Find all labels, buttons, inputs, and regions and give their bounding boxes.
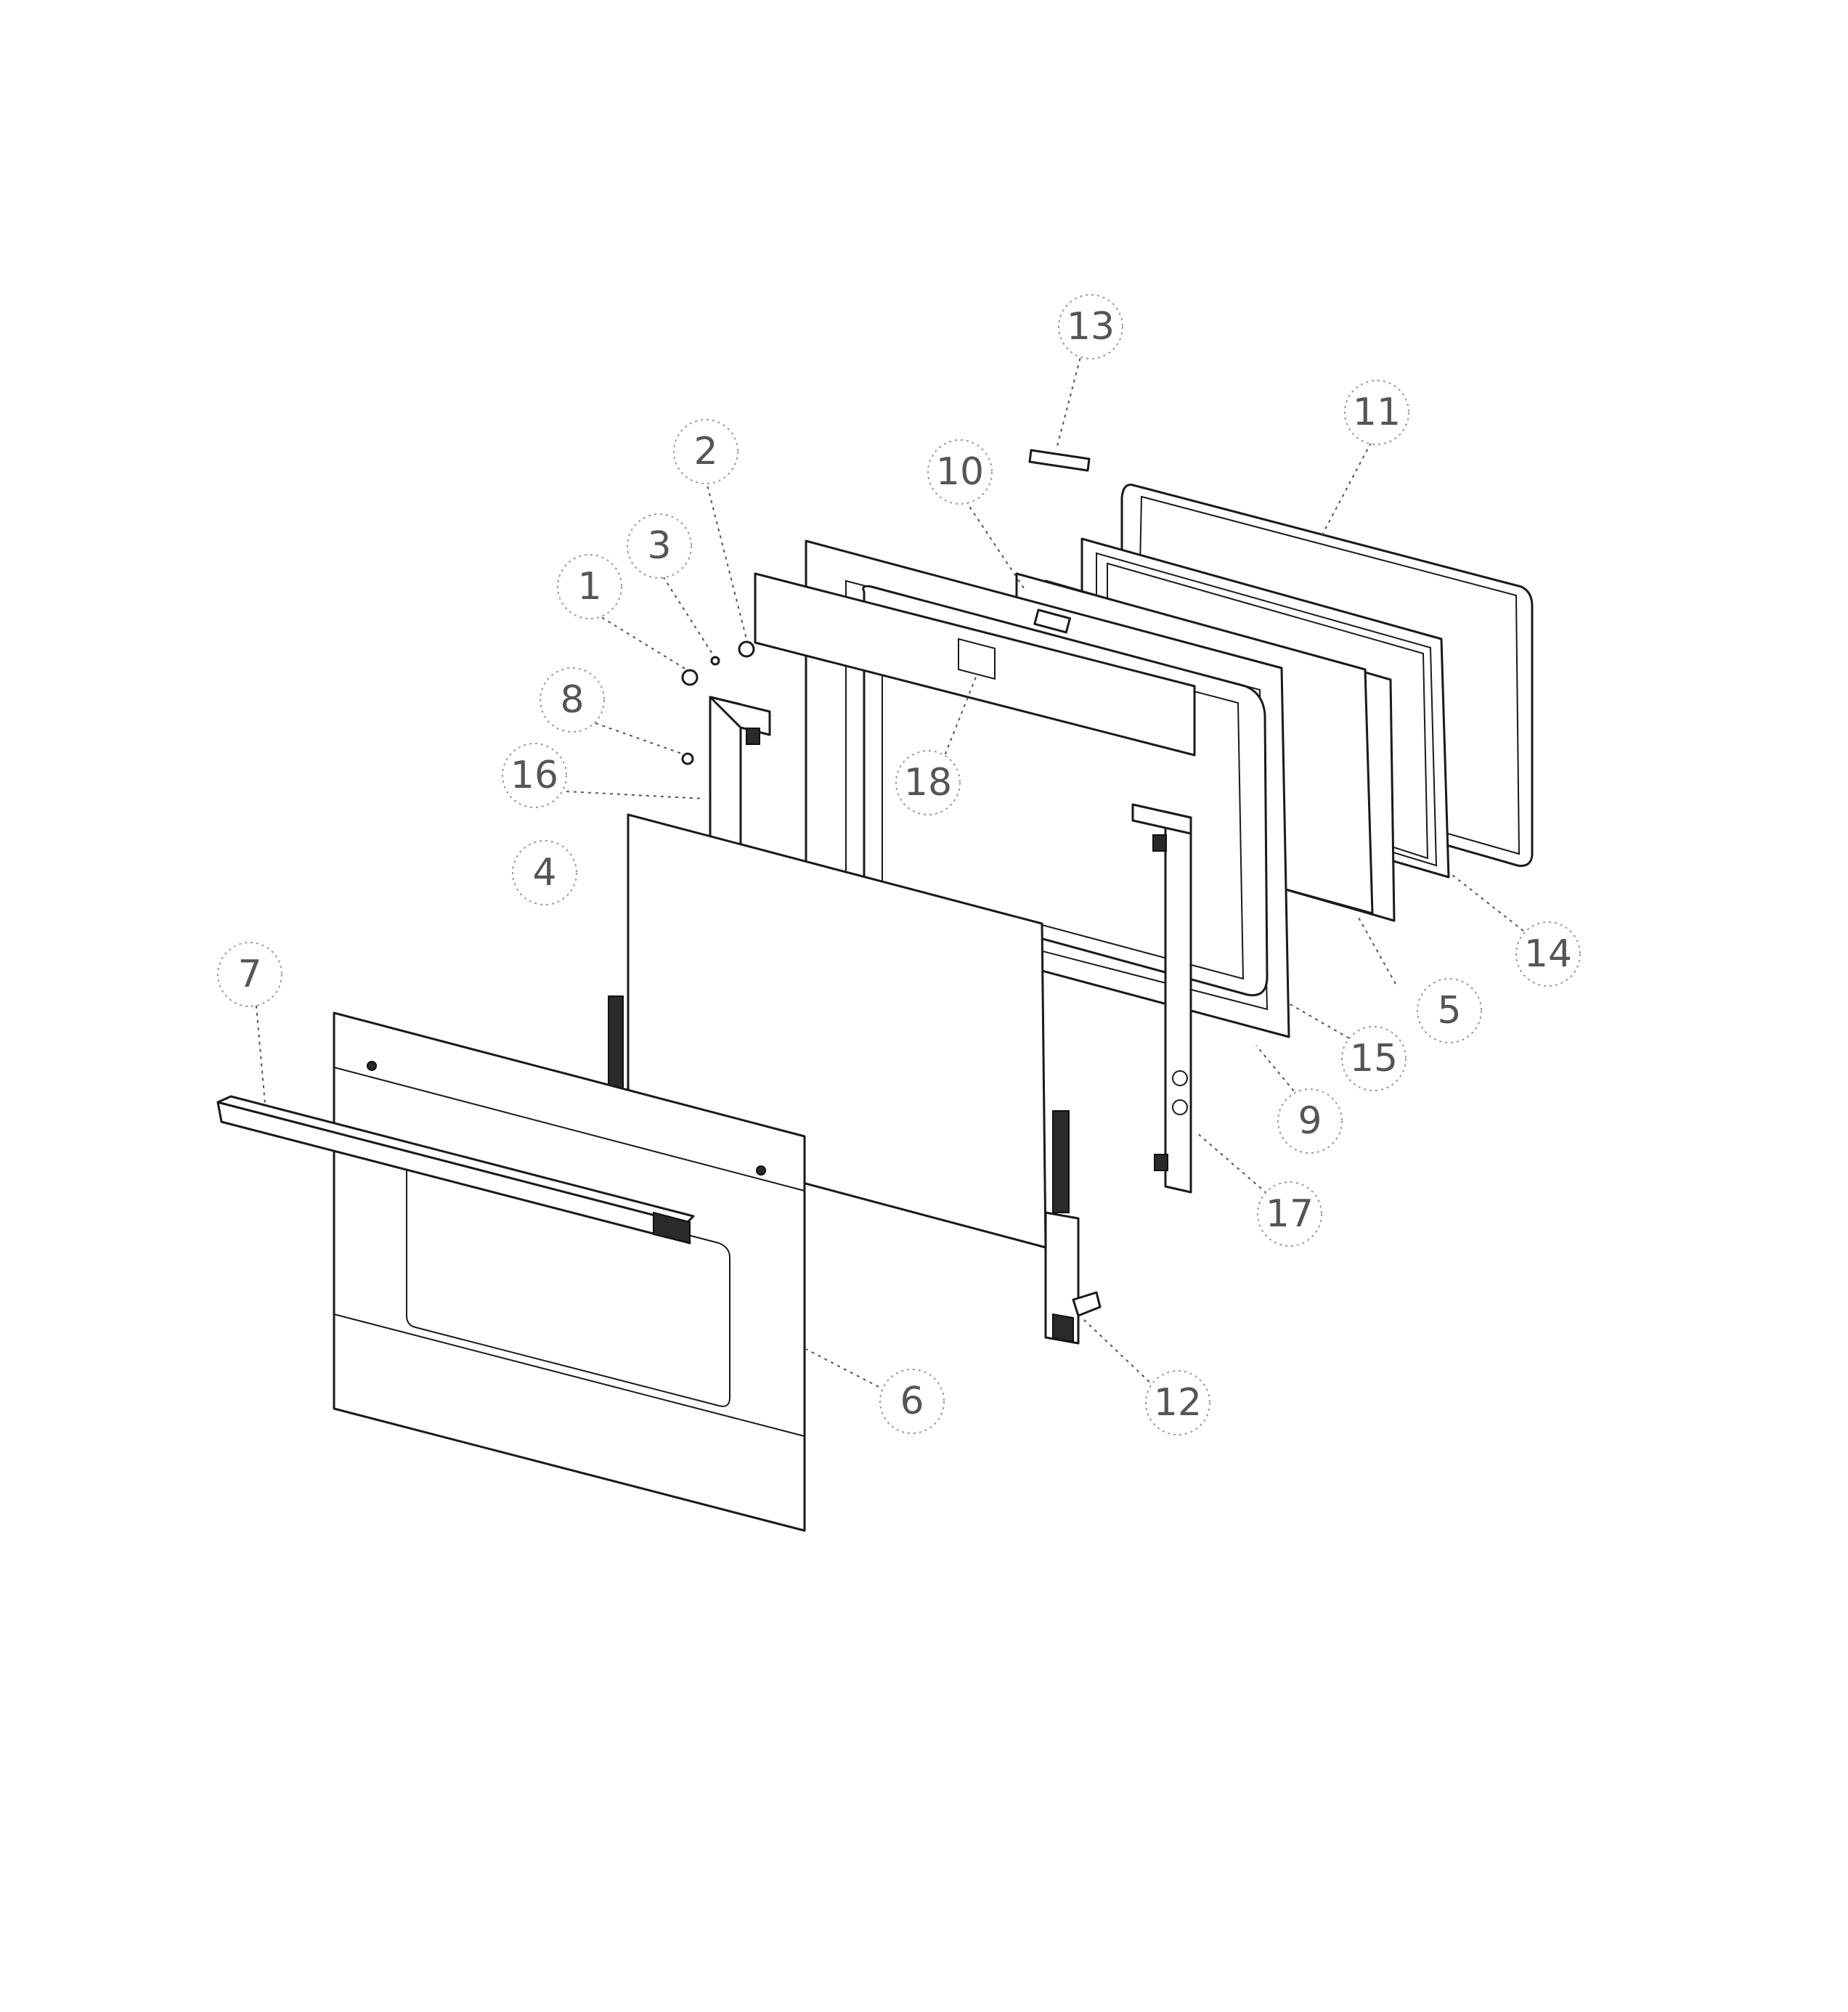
part-outer-door-panel <box>333 1011 806 1532</box>
callout-10: 10 <box>927 439 993 505</box>
callout-8: 8 <box>540 667 605 733</box>
callout-11: 11 <box>1344 380 1409 445</box>
callout-12: 12 <box>1145 1370 1210 1435</box>
part-hinge-arm <box>1044 1211 1102 1345</box>
leader-lines <box>255 351 1524 1388</box>
callout-7: 7 <box>217 942 282 1007</box>
callout-label: 12 <box>1154 1381 1202 1425</box>
callout-label: 8 <box>560 678 584 722</box>
callout-4: 4 <box>512 840 577 905</box>
callout-9: 9 <box>1277 1088 1343 1154</box>
part-left-hinge-bracket <box>709 696 771 855</box>
callout-3: 3 <box>627 513 692 579</box>
callout-15: 15 <box>1341 1026 1407 1091</box>
part-fasteners <box>681 640 755 765</box>
callout-label: 7 <box>237 953 261 996</box>
part-handle <box>216 1095 695 1245</box>
callout-label: 2 <box>693 430 717 473</box>
callout-label: 18 <box>904 761 952 805</box>
callout-label: 9 <box>1298 1099 1322 1143</box>
callout-label: 11 <box>1353 391 1401 434</box>
part-vent-clip <box>1028 449 1091 472</box>
callout-label: 3 <box>647 524 671 568</box>
callout-label: 4 <box>532 851 556 895</box>
callout-label: 17 <box>1266 1192 1314 1236</box>
callout-label: 6 <box>900 1380 924 1423</box>
callout-label: 16 <box>510 754 558 797</box>
callout-16: 16 <box>502 743 567 808</box>
callout-2: 2 <box>673 419 738 484</box>
callout-label: 1 <box>577 565 601 608</box>
part-right-hinge-bracket <box>1131 803 1192 1194</box>
callout-14: 14 <box>1515 921 1581 987</box>
callout-1: 1 <box>557 554 622 619</box>
callout-18: 18 <box>895 750 961 815</box>
callout-13: 13 <box>1058 294 1123 359</box>
callout-17: 17 <box>1257 1181 1322 1247</box>
callout-5: 5 <box>1417 978 1482 1043</box>
callout-label: 5 <box>1437 989 1461 1033</box>
part-spring-right <box>1052 1110 1070 1213</box>
callout-label: 13 <box>1067 305 1115 349</box>
part-spring-left <box>608 995 624 1088</box>
callout-label: 15 <box>1350 1037 1398 1080</box>
callout-label: 10 <box>936 450 984 494</box>
part-top-trim <box>754 572 1196 757</box>
callout-6: 6 <box>879 1369 945 1434</box>
callout-label: 14 <box>1524 932 1572 976</box>
